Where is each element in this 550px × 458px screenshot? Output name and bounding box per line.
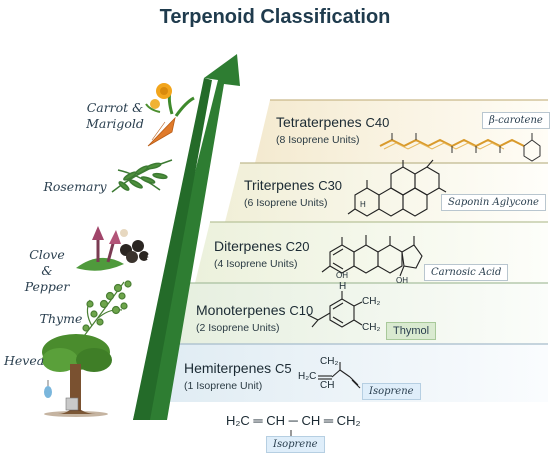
tier-band-hemiterpenes — [165, 344, 548, 402]
atom-label: OH — [396, 276, 408, 285]
compound-saponin-aglycone: Saponin Aglycone — [441, 194, 546, 211]
tier-title-diterpenes: Diterpenes C20 — [214, 238, 309, 254]
tier-carbon: C5 — [275, 361, 292, 376]
tier-units-triterpenes: (6 Isoprene Units) — [244, 197, 328, 209]
compound-thymol: Thymol — [386, 322, 437, 340]
tier-name: Monoterpenes — [196, 302, 286, 318]
plant-label-thyme: Thyme — [39, 311, 83, 326]
tier-band-monoterpenes — [175, 283, 548, 344]
atom-label: CH₂ — [320, 356, 339, 367]
tier-carbon: C30 — [318, 178, 343, 193]
tier-band-tetraterpenes — [255, 100, 548, 163]
atom-label: H₂C — [298, 371, 317, 382]
clove-pepper-icon — [76, 226, 149, 271]
isoprene-formula-label: Isoprene — [266, 436, 325, 453]
rosemary-icon — [111, 159, 173, 193]
tier-name: Diterpenes — [214, 238, 282, 254]
atom-label: CH₂ — [362, 322, 381, 333]
atom-label: CH₂ — [362, 296, 381, 307]
atom-label: CH — [320, 380, 335, 391]
thymol-structure — [307, 291, 363, 328]
carrot-marigold-icon — [145, 83, 195, 147]
plant-label-hevea: Hevea — [4, 353, 45, 368]
atom-label: OH — [336, 271, 348, 280]
atom-label: H — [339, 281, 347, 292]
thyme-icon — [82, 280, 132, 337]
tier-name: Hemiterpenes — [184, 360, 272, 376]
tier-carbon: C10 — [289, 303, 314, 318]
increase-arrow — [133, 54, 240, 420]
tier-name: Triterpenes — [244, 177, 315, 193]
compound-carnosic-acid: Carnosic Acid — [424, 264, 509, 281]
compound-isoprene: Isoprene — [362, 383, 421, 400]
carnosic-acid-structure — [321, 235, 423, 277]
tier-carbon: C20 — [285, 239, 310, 254]
atom-label: H — [360, 200, 366, 209]
isoprene-formula: H₂C ═ CH ─ CH ═ CH₂ — [226, 413, 361, 428]
tier-units-hemiterpenes: (1 Isoprene Unit) — [184, 380, 263, 392]
tier-units-diterpenes: (4 Isoprene Units) — [214, 258, 298, 270]
tier-title-hemiterpenes: Hemiterpenes C5 — [184, 360, 292, 376]
tier-title-tetraterpenes: Tetraterpenes C40 — [276, 114, 389, 130]
tier-title-triterpenes: Triterpenes C30 — [244, 177, 342, 193]
tier-units-monoterpenes: (2 Isoprene Units) — [196, 322, 280, 334]
beta-carotene-structure — [379, 133, 541, 162]
plant-label-clove-pepper: Clove & Pepper — [24, 247, 70, 294]
tier-carbon: C40 — [365, 115, 390, 130]
tier-name: Tetraterpenes — [276, 114, 362, 130]
tier-units-tetraterpenes: (8 Isoprene Units) — [276, 134, 360, 146]
saponin-aglycone-structure — [347, 159, 447, 217]
tier-title-monoterpenes: Monoterpenes C10 — [196, 302, 313, 318]
plant-label-carrot-marigold: Carrot & Marigold — [86, 100, 144, 131]
isoprene-structure — [318, 362, 361, 389]
page-title: Terpenoid Classification — [159, 6, 391, 28]
compound-beta-carotene: β-carotene — [482, 112, 550, 129]
plant-label-rosemary: Rosemary — [43, 179, 107, 194]
hevea-tree-icon — [42, 334, 112, 417]
